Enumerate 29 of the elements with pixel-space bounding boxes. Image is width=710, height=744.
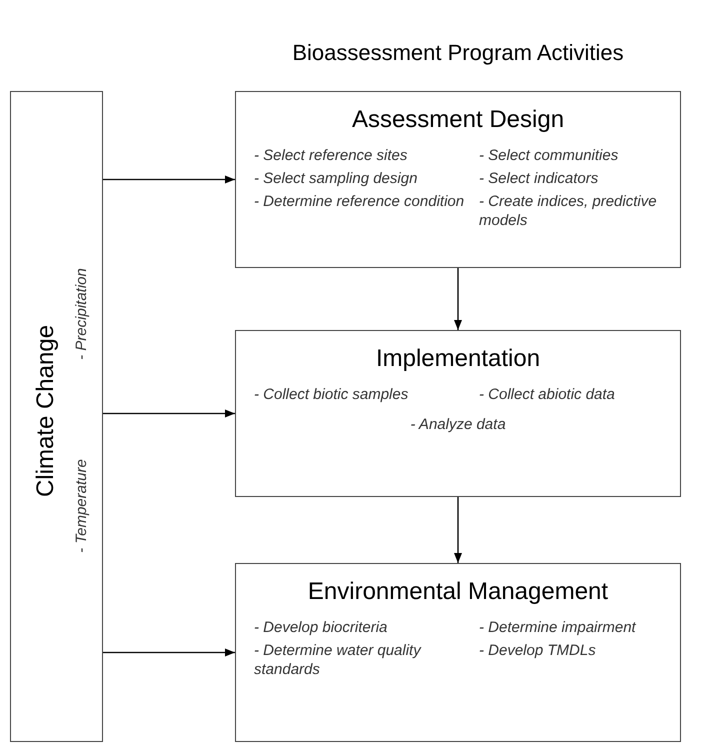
process-box xyxy=(235,91,681,268)
list-item: - Collect abiotic data xyxy=(479,385,616,404)
list-item: - Select indicators xyxy=(479,169,600,188)
list-item: - Determine reference condition xyxy=(254,192,466,212)
box-heading: Assessment Design xyxy=(352,106,564,133)
side-bar xyxy=(10,91,103,742)
list-item: - Determine water quality standards xyxy=(254,641,422,679)
arrow xyxy=(454,268,462,330)
list-item: - Analyze data xyxy=(410,416,506,433)
arrow xyxy=(103,410,235,418)
diagram-title: Bioassessment Program Activities xyxy=(292,40,624,65)
process-box xyxy=(235,330,681,497)
bar-item: - Temperature xyxy=(73,459,90,553)
arrow xyxy=(454,497,462,563)
list-item: - Develop TMDLs xyxy=(479,641,597,661)
list-item: - Select sampling design xyxy=(254,169,418,188)
bar-heading: Climate Change xyxy=(32,324,59,498)
list-item: - Select communities xyxy=(479,146,620,165)
arrow xyxy=(103,648,235,656)
list-item: - Select reference sites xyxy=(254,146,408,165)
bar-item: - Precipitation xyxy=(73,268,90,360)
list-item: - Develop biocriteria xyxy=(254,618,388,637)
list-item: - Create indices, predictive models xyxy=(479,192,658,230)
list-item: - Determine impairment xyxy=(479,618,638,637)
box-heading: Environmental Management xyxy=(308,578,608,605)
arrow xyxy=(103,176,235,184)
list-item: - Collect biotic samples xyxy=(254,385,410,404)
process-box xyxy=(235,563,681,742)
box-heading: Implementation xyxy=(376,345,540,372)
